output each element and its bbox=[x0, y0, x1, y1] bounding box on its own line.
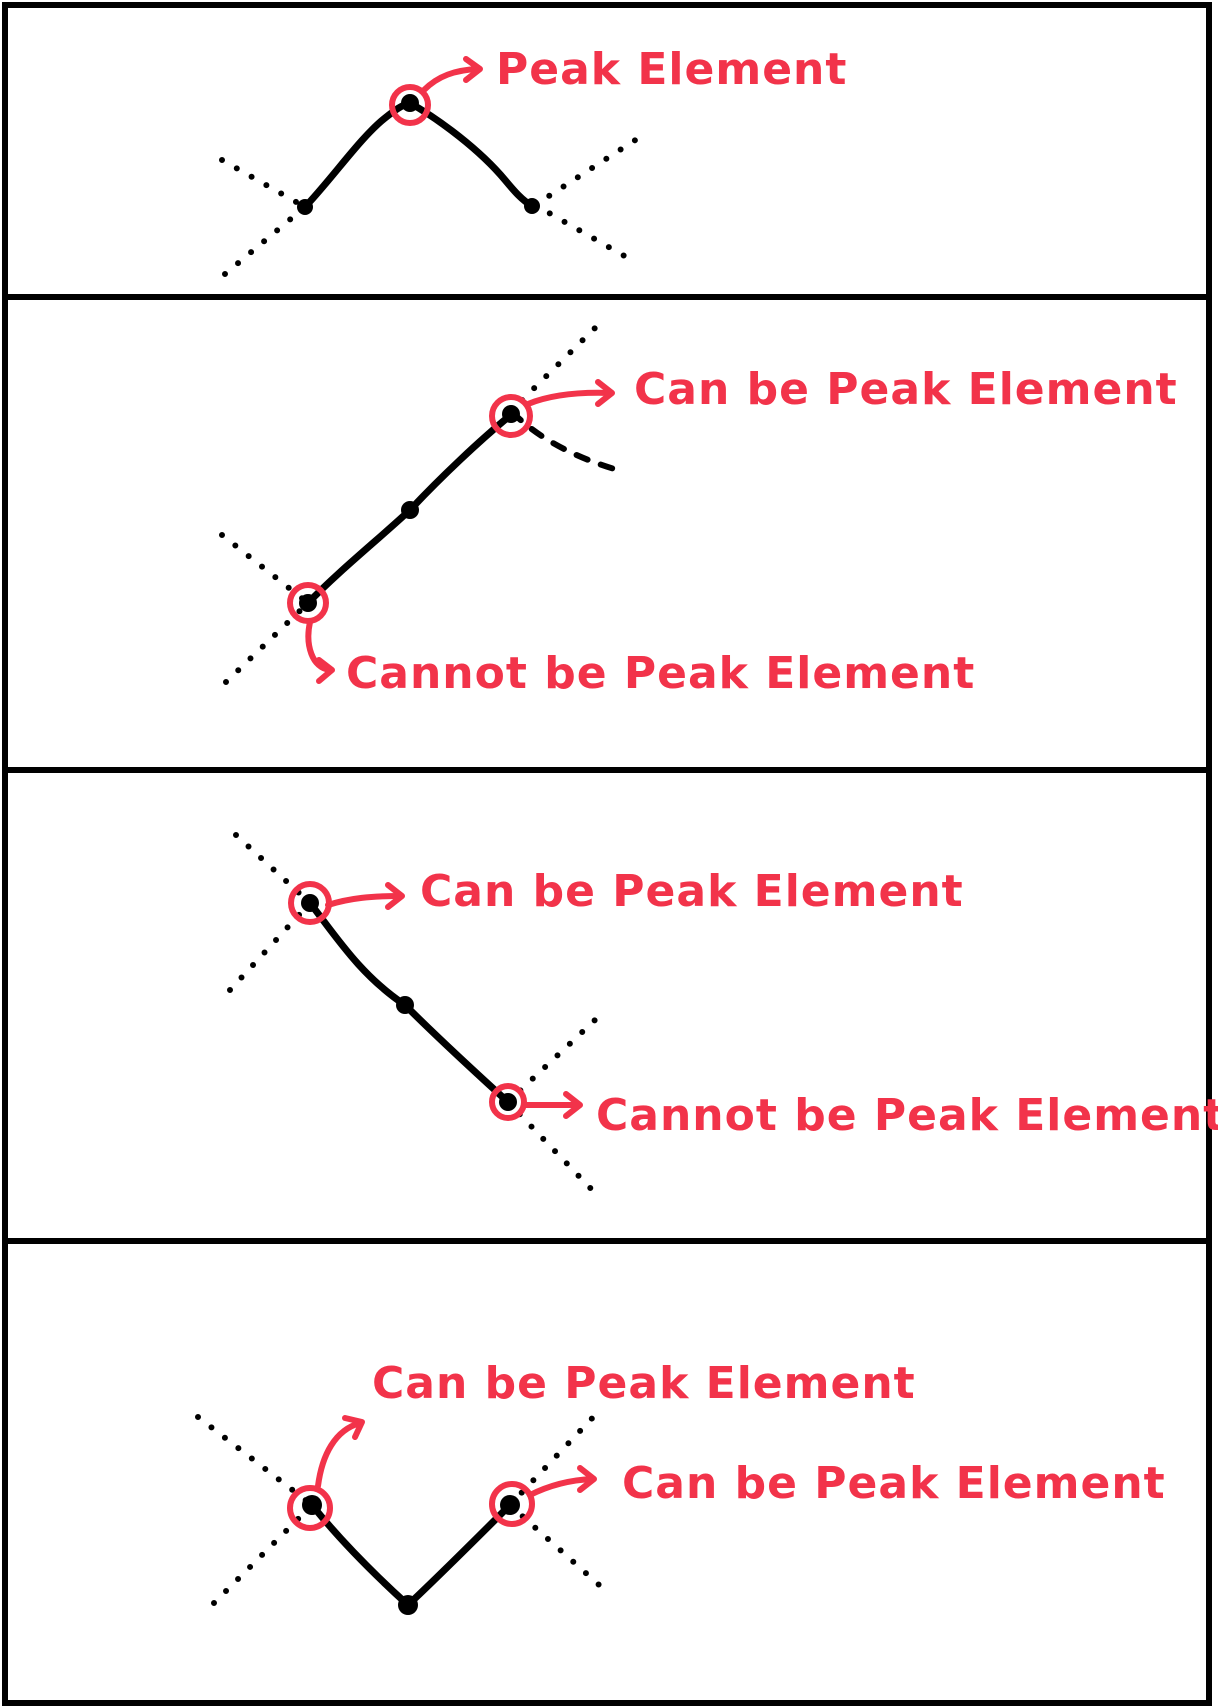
neighbor-dotted-line bbox=[505, 1099, 600, 1198]
arrowhead bbox=[595, 379, 615, 407]
array-element-dot bbox=[499, 1093, 517, 1111]
array-element-dot bbox=[302, 1495, 322, 1515]
neighbor-dotted-line bbox=[507, 1502, 610, 1595]
non-candidate-highlight-circle bbox=[489, 1083, 527, 1121]
neighbor-dotted-line bbox=[507, 325, 598, 415]
panel-1: Peak Element bbox=[219, 44, 847, 277]
cannot-be-peak-label: Cannot be Peak Element bbox=[346, 648, 975, 699]
neighbor-dotted-line bbox=[505, 1017, 598, 1105]
can-be-peak-label: Can be Peak Element bbox=[372, 1358, 916, 1409]
neighbor-dotted-line bbox=[219, 532, 311, 606]
neighbor-dotted-line bbox=[219, 157, 308, 210]
neighbor-dotted-line bbox=[233, 832, 313, 906]
array-element-dot bbox=[299, 594, 317, 612]
array-element-dot bbox=[500, 1495, 520, 1515]
arrowhead bbox=[385, 882, 405, 910]
peak-highlight-circle bbox=[389, 84, 431, 126]
can-be-peak-label: Can be Peak Element bbox=[622, 1458, 1166, 1509]
neighbor-dotted-line bbox=[211, 1502, 315, 1606]
panel-2: Can be Peak Element Cannot be Peak Eleme… bbox=[219, 325, 1178, 699]
arrowhead bbox=[577, 1465, 597, 1493]
candidate-highlight-circle bbox=[489, 394, 533, 438]
neighbor-dotted-line bbox=[222, 204, 308, 277]
arrowhead bbox=[316, 657, 335, 684]
neighbor-dotted-line bbox=[532, 202, 631, 261]
array-element-dot bbox=[301, 894, 319, 912]
array-element-dot bbox=[401, 501, 419, 519]
arrowhead bbox=[563, 1091, 583, 1119]
arrowhead bbox=[463, 56, 483, 83]
annotation-arrow bbox=[525, 389, 613, 407]
cannot-be-peak-label: Cannot be Peak Element bbox=[596, 1090, 1218, 1141]
peak-element-label: Peak Element bbox=[496, 44, 847, 95]
array-element-dot bbox=[401, 94, 419, 112]
neighbor-dotted-line bbox=[195, 1414, 315, 1508]
annotation-arrow bbox=[421, 66, 481, 93]
neighbor-dotted-line bbox=[532, 134, 643, 208]
neighbor-dashed-line bbox=[509, 409, 628, 475]
panel-3: Can be Peak Element Cannot be Peak Eleme… bbox=[227, 832, 1218, 1198]
can-be-peak-label: Can be Peak Element bbox=[634, 364, 1178, 415]
array-element-dot bbox=[297, 199, 313, 215]
candidate-highlight-circle bbox=[287, 1485, 333, 1531]
annotation-arrow bbox=[315, 1420, 363, 1489]
array-element-dot bbox=[502, 405, 520, 423]
candidate-highlight-circle bbox=[489, 1481, 535, 1527]
array-element-dot bbox=[396, 996, 414, 1014]
annotation-arrow bbox=[305, 619, 333, 673]
annotation-arrow bbox=[325, 893, 403, 908]
annotation-arrow bbox=[527, 1476, 595, 1498]
arrowhead bbox=[342, 1415, 365, 1440]
array-element-dot bbox=[524, 198, 540, 214]
can-be-peak-label: Can be Peak Element bbox=[420, 866, 964, 917]
neighbor-dotted-line bbox=[227, 900, 313, 993]
curve-segment bbox=[308, 1501, 514, 1609]
array-element-dot bbox=[398, 1595, 418, 1615]
neighbor-dotted-line bbox=[223, 600, 311, 685]
panel-4: Can be Peak Element Can be Peak Element bbox=[195, 1358, 1166, 1615]
